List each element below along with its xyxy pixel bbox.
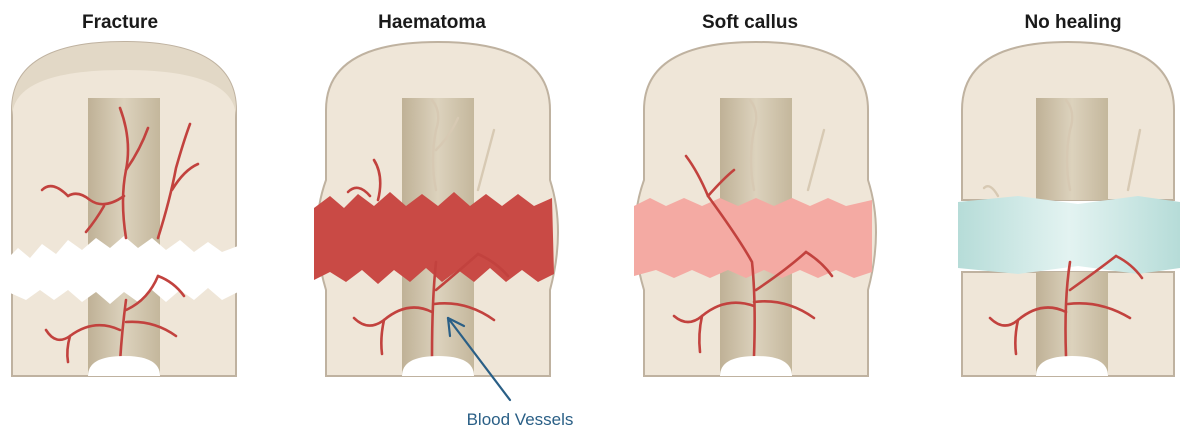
panel-fracture xyxy=(8,42,238,376)
panel-no-healing xyxy=(958,42,1180,376)
blood-vessels-label: Blood Vessels xyxy=(440,410,600,430)
panel-soft-callus xyxy=(634,42,876,376)
panel-haematoma xyxy=(314,42,558,376)
